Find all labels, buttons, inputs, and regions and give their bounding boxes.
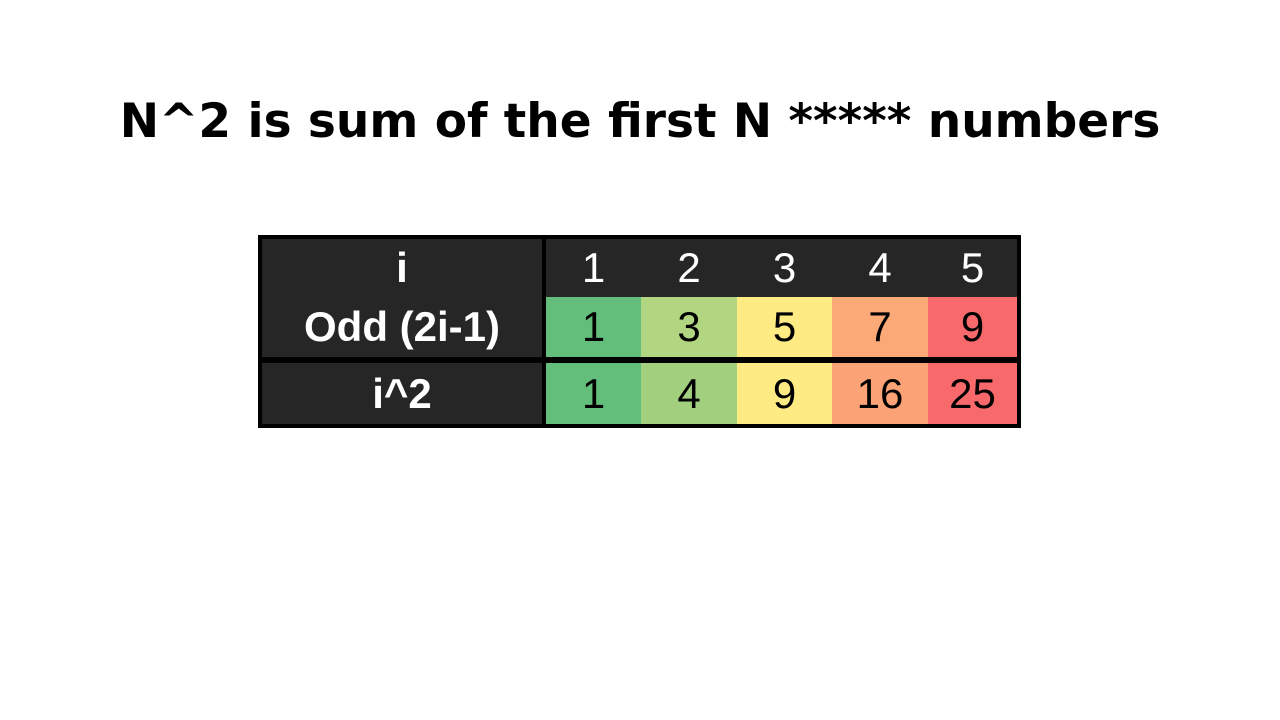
row-label-odd: Odd (2i-1) [262, 297, 542, 357]
odd-value-cell: 1 [546, 297, 641, 357]
header-cell: 3 [737, 239, 832, 297]
header-cell: 2 [641, 239, 737, 297]
header-cell: 5 [928, 239, 1017, 297]
square-value-cell: 25 [928, 363, 1017, 424]
slide-title: N^2 is sum of the first N ***** numbers [119, 94, 1161, 149]
header-cell: 4 [832, 239, 928, 297]
odd-squares-table: i Odd (2i-1) i^2 1 2 3 4 5 1 3 5 7 9 1 4… [258, 235, 1021, 428]
square-value-cell: 4 [641, 363, 737, 424]
odd-value-cell: 3 [641, 297, 737, 357]
odd-value-cell: 7 [832, 297, 928, 357]
header-cell: 1 [546, 239, 641, 297]
odd-value-cell: 9 [928, 297, 1017, 357]
square-value-cell: 1 [546, 363, 641, 424]
square-value-cell: 16 [832, 363, 928, 424]
square-value-cell: 9 [737, 363, 832, 424]
row-label-square: i^2 [262, 363, 542, 424]
row-label-i: i [262, 239, 542, 297]
odd-value-cell: 5 [737, 297, 832, 357]
